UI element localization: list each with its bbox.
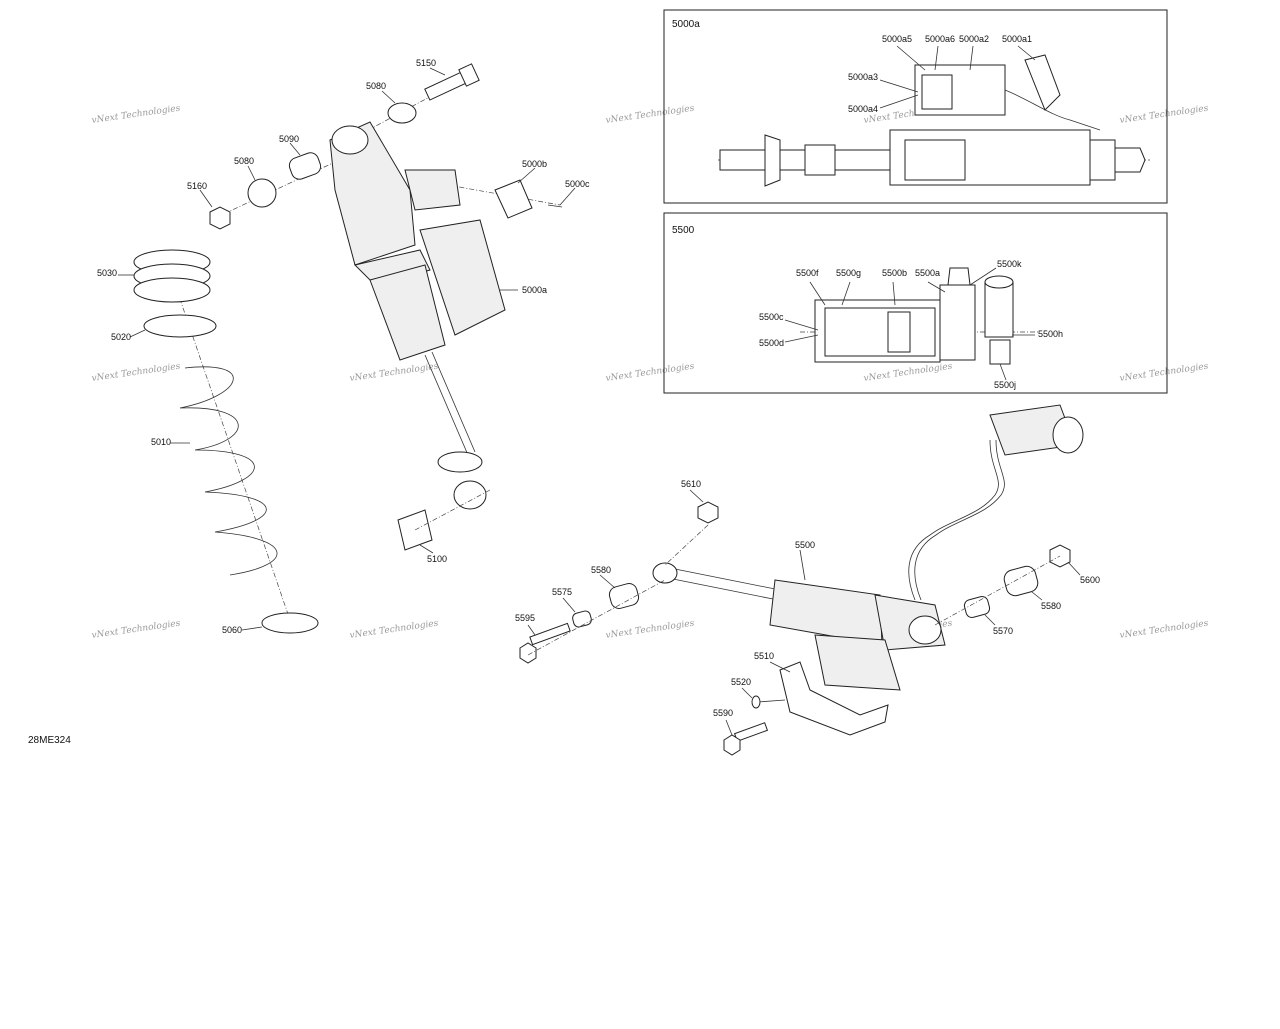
rod-eye <box>652 562 678 584</box>
detail-box-5500: 5500 5500f 5500g 5500b 5500a 5500k 5500c… <box>663 212 1168 394</box>
callout-5580: 5580 <box>1041 601 1061 611</box>
shock-tube <box>369 264 446 361</box>
callout-5000a: 5000a <box>522 285 547 295</box>
rod-eye <box>437 451 483 473</box>
clip-5060 <box>261 612 319 634</box>
callout-5610: 5610 <box>681 479 701 489</box>
callout-5500b: 5500b <box>882 268 907 278</box>
watermark: vNext Technologies <box>91 104 181 126</box>
sleeve-5090 <box>288 152 322 180</box>
screw-5520 <box>751 695 786 709</box>
callout-5510: 5510 <box>754 651 774 661</box>
watermark: vNext Technologies <box>1119 619 1209 641</box>
watermark: vNext Technologies <box>1119 362 1209 384</box>
shock-eye <box>331 125 369 155</box>
callout-5030: 5030 <box>97 268 117 278</box>
callout-5000c: 5000c <box>565 179 590 189</box>
callout-5580: 5580 <box>591 565 611 575</box>
callout-5500d: 5500d <box>759 338 784 348</box>
callout-5000a5: 5000a5 <box>882 34 912 44</box>
left-leaders <box>118 67 576 631</box>
detail-box-title: 5000a <box>672 19 700 30</box>
callout-5010: 5010 <box>151 437 171 447</box>
callout-5060: 5060 <box>222 625 242 635</box>
callout-5500g: 5500g <box>836 268 861 278</box>
left-callouts: 5150 5080 5090 5080 5160 5000b 5000c 500… <box>97 58 590 635</box>
callout-5150: 5150 <box>416 58 436 68</box>
spring-assembly <box>133 249 319 634</box>
callout-5575: 5575 <box>552 587 572 597</box>
rear-shock-assembly <box>519 404 1084 756</box>
bolt-5150 <box>424 63 480 101</box>
watermark: vNext Technologies <box>349 619 439 641</box>
callout-5000a2: 5000a2 <box>959 34 989 44</box>
callout-5500j: 5500j <box>994 380 1016 390</box>
callout-5500k: 5500k <box>997 259 1022 269</box>
callout-5500f: 5500f <box>796 268 819 278</box>
callout-5020: 5020 <box>111 332 131 342</box>
callout-5500c: 5500c <box>759 312 784 322</box>
screw-5000c <box>547 204 563 208</box>
spring-seat-5020 <box>143 314 217 338</box>
drawing-code: 28ME324 <box>28 735 71 746</box>
callout-5500: 5500 <box>795 540 815 550</box>
watermark: vNext Technologies <box>1119 104 1209 126</box>
watermark: vNext Technologies <box>91 362 181 384</box>
callout-5160: 5160 <box>187 181 207 191</box>
bushing-5080 <box>387 102 417 124</box>
watermark: vNext Technologies <box>605 619 695 641</box>
piggyback-reservoir <box>814 634 901 691</box>
bolt-5590 <box>723 722 769 756</box>
detail-box-5000a: 5000a 5000a5 5000a6 5000a2 5000a1 5000a3… <box>663 9 1168 204</box>
shock-body <box>329 121 416 266</box>
bushing-5580 <box>608 583 640 609</box>
reservoir-5000a <box>419 219 506 336</box>
callout-5000a1: 5000a1 <box>1002 34 1032 44</box>
callout-5080: 5080 <box>366 81 386 91</box>
watermark: vNext Technologies <box>349 362 439 384</box>
callout-5000b: 5000b <box>522 159 547 169</box>
callout-5000a3: 5000a3 <box>848 72 878 82</box>
bolt-5595 <box>519 622 571 664</box>
guard-5510 <box>779 661 889 736</box>
detail-box-title: 5500 <box>672 225 695 236</box>
sleeve-5575 <box>572 610 592 628</box>
nut-5160 <box>209 206 231 230</box>
callout-5600: 5600 <box>1080 575 1100 585</box>
callout-5080: 5080 <box>234 156 254 166</box>
bushing-5580 <box>1003 565 1039 597</box>
callout-5100: 5100 <box>427 554 447 564</box>
right-callouts: 5610 5500 5580 5575 5595 5600 5580 5570 … <box>515 479 1100 718</box>
adjuster-5000b <box>494 179 533 219</box>
watermark: vNext Technologies <box>863 362 953 384</box>
front-shock-assembly <box>209 63 563 551</box>
callout-5595: 5595 <box>515 613 535 623</box>
sleeve-5570 <box>963 596 991 618</box>
watermark: vNext Technologies <box>605 104 695 126</box>
callout-5570: 5570 <box>993 626 1013 636</box>
watermark: vNext Technologies <box>605 362 695 384</box>
callout-5500a: 5500a <box>915 268 940 278</box>
callout-5000a6: 5000a6 <box>925 34 955 44</box>
shock-body-5500 <box>769 579 883 646</box>
callout-5520: 5520 <box>731 677 751 687</box>
spring-5010 <box>179 366 278 576</box>
nut-5610 <box>697 501 719 524</box>
right-leaders <box>527 489 1081 736</box>
callout-5090: 5090 <box>279 134 299 144</box>
watermark: vNext Technologies <box>91 619 181 641</box>
callout-5000a4: 5000a4 <box>848 104 878 114</box>
callout-5500h: 5500h <box>1038 329 1063 339</box>
bushing-5080 <box>247 178 277 208</box>
callout-5590: 5590 <box>713 708 733 718</box>
